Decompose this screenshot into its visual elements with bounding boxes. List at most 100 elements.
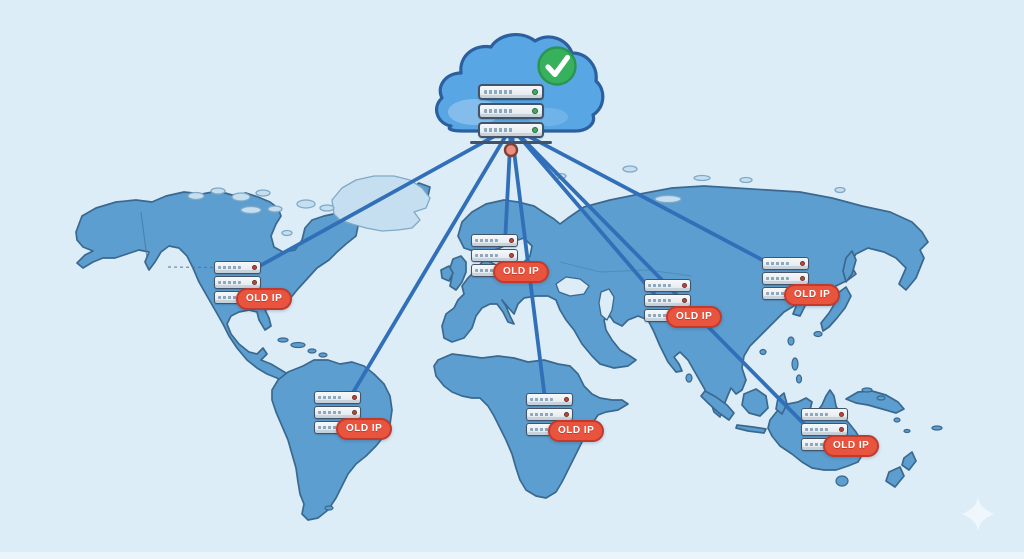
led-red-indicator	[682, 283, 687, 288]
site-africa: OLD IP	[526, 393, 605, 443]
led-red-indicator	[509, 253, 514, 258]
server-label-dashes	[218, 296, 241, 299]
led-red-indicator	[352, 395, 357, 400]
server-label-dashes	[648, 284, 671, 287]
small-islands	[277, 330, 943, 511]
connection-line-south-america	[349, 125, 513, 398]
server-row	[762, 257, 809, 270]
server-stack	[471, 234, 518, 277]
led-red-indicator	[800, 276, 805, 281]
server-label-dashes	[318, 426, 341, 429]
site-central-asia: OLD IP	[644, 279, 723, 329]
island-ireland	[440, 265, 454, 282]
old-ip-badge: OLD IP	[336, 418, 393, 440]
old-ip-badge: OLD IP	[548, 420, 605, 442]
server-row	[644, 294, 691, 307]
led-red-indicator	[352, 410, 357, 415]
network-node-icon	[503, 142, 519, 158]
led-red-indicator	[564, 412, 569, 417]
server-label-dashes	[475, 254, 498, 257]
island-java	[735, 424, 767, 434]
server-label-dashes	[218, 281, 241, 284]
caspian-sea	[598, 288, 615, 321]
server-row	[214, 261, 261, 274]
island-japan	[820, 286, 852, 332]
server-label-dashes	[318, 411, 341, 414]
old-ip-badge: OLD IP	[823, 435, 880, 457]
led-red-indicator	[252, 265, 257, 270]
server-row	[801, 408, 848, 421]
server-row	[214, 276, 261, 289]
connection-line-australia	[509, 125, 809, 429]
island-new-zealand-north	[901, 451, 917, 471]
led-green-indicator	[532, 127, 538, 133]
server-label-dashes	[484, 90, 514, 94]
old-ip-badge: OLD IP	[493, 261, 550, 283]
server-label-dashes	[766, 292, 789, 295]
old-ip-badge: OLD IP	[666, 306, 723, 328]
server-row	[526, 393, 573, 406]
server-row	[762, 272, 809, 285]
server-label-dashes	[475, 269, 498, 272]
sparkle-icon	[962, 496, 994, 532]
connection-lines	[254, 125, 809, 429]
server-row	[478, 122, 544, 138]
server-label-dashes	[648, 299, 671, 302]
island-sumatra	[700, 390, 735, 421]
island-borneo	[741, 388, 769, 417]
connection-line-east-asia	[509, 125, 774, 267]
check-circle-icon	[537, 46, 577, 86]
old-ip-badge: OLD IP	[236, 288, 293, 310]
server-label-dashes	[805, 443, 828, 446]
black-sea	[555, 276, 590, 297]
server-label-dashes	[484, 128, 514, 132]
server-row	[526, 408, 573, 421]
island-greenland	[331, 175, 431, 232]
server-row	[644, 279, 691, 292]
server-label-dashes	[530, 413, 553, 416]
server-label-dashes	[766, 262, 789, 265]
server-label-dashes	[318, 396, 341, 399]
site-europe: OLD IP	[471, 234, 550, 284]
island-new-zealand-south	[885, 466, 905, 488]
site-south-america: OLD IP	[314, 391, 393, 441]
led-red-indicator	[800, 261, 805, 266]
server-row	[314, 406, 361, 419]
server-row	[478, 84, 544, 100]
border-alaska	[140, 211, 148, 259]
led-red-indicator	[564, 397, 569, 402]
server-row	[801, 423, 848, 436]
server-row	[314, 391, 361, 404]
cloud-server-stack	[478, 84, 544, 138]
server-label-dashes	[766, 277, 789, 280]
led-red-indicator	[839, 427, 844, 432]
island-sakhalin	[842, 250, 857, 283]
led-red-indicator	[839, 412, 844, 417]
server-label-dashes	[218, 266, 241, 269]
server-row	[471, 249, 518, 262]
server-label-dashes	[805, 428, 828, 431]
server-label-dashes	[530, 428, 553, 431]
server-label-dashes	[484, 109, 514, 113]
server-row	[471, 234, 518, 247]
check-mark	[545, 54, 571, 78]
site-australia: OLD IP	[801, 408, 880, 458]
server-stand	[470, 141, 552, 144]
arctic-landmasses	[187, 165, 846, 237]
border-central-asia	[559, 261, 693, 277]
connection-line-north-america	[254, 125, 513, 270]
led-red-indicator	[509, 238, 514, 243]
site-north-america: OLD IP	[214, 261, 293, 311]
old-ip-badge: OLD IP	[784, 284, 841, 306]
server-label-dashes	[805, 413, 828, 416]
led-green-indicator	[532, 89, 538, 95]
site-east-asia: OLD IP	[762, 257, 841, 307]
led-red-indicator	[682, 298, 687, 303]
server-label-dashes	[648, 314, 671, 317]
server-label-dashes	[530, 398, 553, 401]
continent-north-america	[75, 190, 359, 389]
server-row	[478, 103, 544, 119]
continent-south-america	[271, 359, 393, 521]
server-label-dashes	[475, 239, 498, 242]
